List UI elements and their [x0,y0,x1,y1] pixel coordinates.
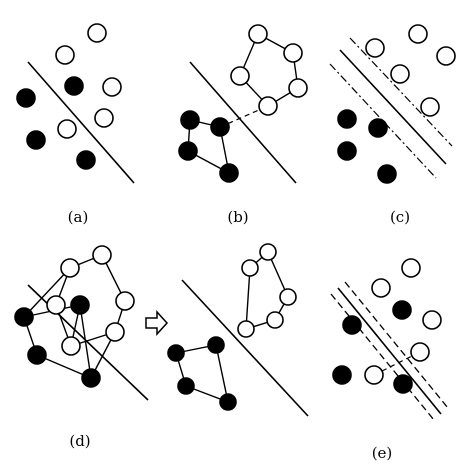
black-point [178,141,198,161]
white-point [266,311,284,329]
white-point [436,46,456,66]
black-point [337,141,357,161]
white-point [401,258,421,278]
white-point [408,24,428,44]
separating-line [189,61,297,184]
white-point [258,96,278,116]
white-point [288,78,308,98]
white-point [102,77,122,97]
black-point [167,344,185,362]
black-point [219,163,239,183]
separating-line [337,287,442,415]
black-point [332,365,352,385]
overlap-edge [23,267,71,318]
margin-line [349,37,453,147]
panel-d: (d) [14,245,149,450]
white-point [420,97,440,117]
white-point [105,322,125,342]
black-point [210,117,230,137]
panel-label: (e) [372,444,393,462]
black-point [392,300,412,320]
white-point [230,66,250,86]
white-point [283,43,303,63]
white-point [390,64,410,84]
separating-line [339,49,447,165]
black-point [64,76,84,96]
black-point [180,110,200,130]
white-point [57,119,77,139]
panel-transformed [167,243,309,417]
white-point [46,295,66,315]
black-point [16,88,36,108]
separating-line [27,61,135,184]
black-point [81,368,101,388]
black-point [393,374,413,394]
white-point [115,291,135,311]
panel-e: (e) [330,258,449,462]
panel-label: (a) [68,208,89,226]
separating-line [181,279,309,417]
white-point [365,38,385,58]
black-point [76,150,96,170]
white-point [410,342,430,362]
panel-label: (d) [69,432,90,450]
white-point [60,258,80,278]
white-point [279,288,297,306]
black-point [177,377,195,395]
black-point [219,393,237,411]
white-point [237,320,255,338]
margin-line [329,63,437,179]
black-point [342,315,362,335]
white-point [259,243,277,261]
panel-label: (c) [390,208,410,226]
margin-line [330,293,435,421]
panel-c: (c) [329,24,456,226]
black-point [207,336,225,354]
panel-label: (b) [227,208,248,226]
black-point [14,307,34,327]
margin-line [344,281,449,409]
right-arrow-icon [145,310,169,336]
white-point [422,310,442,330]
black-point [337,109,357,129]
panel-a: (a) [16,23,135,226]
black-point [27,345,47,365]
black-point [368,118,388,138]
white-point [364,365,384,385]
black-hull [23,304,92,380]
white-point [248,24,268,44]
white-point [92,245,112,265]
white-point [61,336,81,356]
white-point [94,108,114,128]
black-point [70,295,90,315]
black-point [26,130,46,150]
white-point [241,259,259,277]
panel-b: (b) [178,24,308,226]
white-point [371,278,391,298]
white-point [55,45,75,65]
black-point [377,164,397,184]
white-point [87,23,107,43]
